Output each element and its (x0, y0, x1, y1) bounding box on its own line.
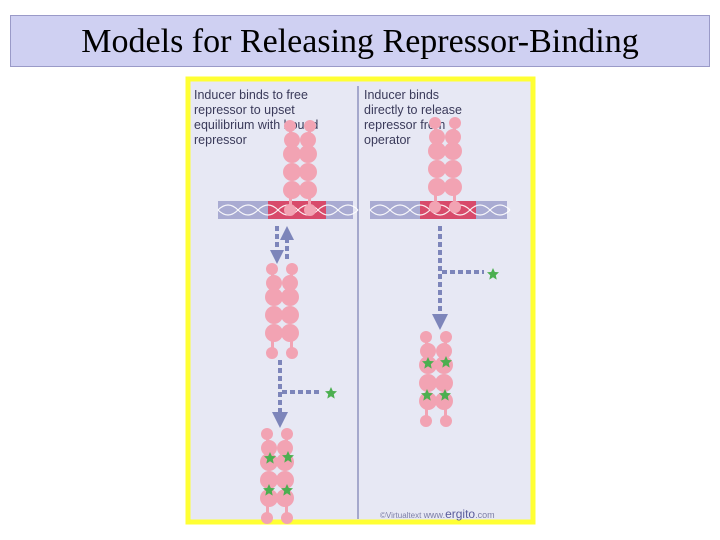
left-equilibrium-arrows (270, 226, 294, 264)
slide-title: Models for Releasing Repressor-Binding (81, 23, 639, 60)
right-caption: Inducer binds directly to release repres… (364, 88, 465, 147)
figure-frame (185, 76, 536, 525)
slide-title-bar: Models for Releasing Repressor-Binding (10, 15, 710, 67)
credit-text: ©Virtualtext www.ergito.com (380, 507, 495, 521)
right-inducer-arrow (432, 226, 484, 330)
left-inducer-arrow (272, 360, 322, 428)
